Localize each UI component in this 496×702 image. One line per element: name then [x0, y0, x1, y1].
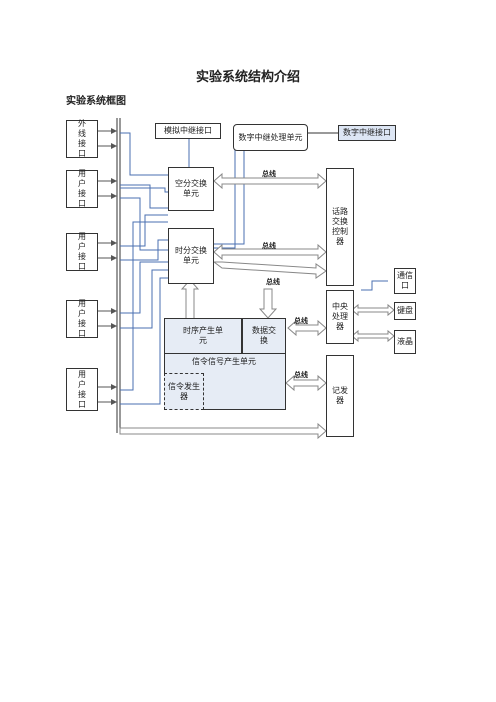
page-title: 实验系统结构介绍 — [195, 70, 300, 85]
digital-trunk-interface-box: 数字中继接口 — [338, 125, 396, 141]
user-interface-box-1: 用 户 接 口 — [66, 169, 98, 208]
signal-unit-label: 信令信号产生单元 — [192, 357, 256, 366]
ext-interface-box: 外 线 接 口 — [66, 119, 98, 158]
keyboard-box: 键盘 — [394, 302, 416, 320]
analog-trunk-box: 模拟中继接口 — [155, 123, 221, 139]
bus-label-3: 总线 — [266, 278, 280, 286]
time-switch-box: 时分交换 单元 — [168, 228, 214, 284]
page-subtitle: 实验系统框图 — [66, 96, 126, 107]
data-switch-box: 数据交 换 — [242, 318, 286, 354]
register-box: 记发 器 — [326, 355, 354, 437]
user-interface-box-4: 用 户 接 口 — [66, 368, 98, 411]
bus-label-4: 总线 — [294, 317, 308, 325]
digital-trunk-unit-box: 数字中继处理单元 — [233, 124, 308, 151]
bus-label-1: 总线 — [262, 170, 276, 178]
bus-label-5: 总线 — [294, 371, 308, 379]
bus-label-2: 总线 — [262, 242, 276, 250]
user-interface-box-3: 用 户 接 口 — [66, 299, 98, 338]
lcd-box: 液晶 — [394, 330, 416, 354]
call-controller-box: 话路 交换 控制 器 — [326, 168, 354, 286]
cpu-box: 中央 处理 器 — [326, 290, 354, 344]
space-switch-box: 空分交换 单元 — [168, 167, 214, 211]
signal-gen-box: 信令发生 器 — [164, 373, 204, 410]
comm-port-box: 通信 口 — [394, 268, 416, 294]
timing-gen-box: 时序产生单 元 — [164, 318, 242, 354]
user-interface-box-2: 用 户 接 口 — [66, 232, 98, 271]
